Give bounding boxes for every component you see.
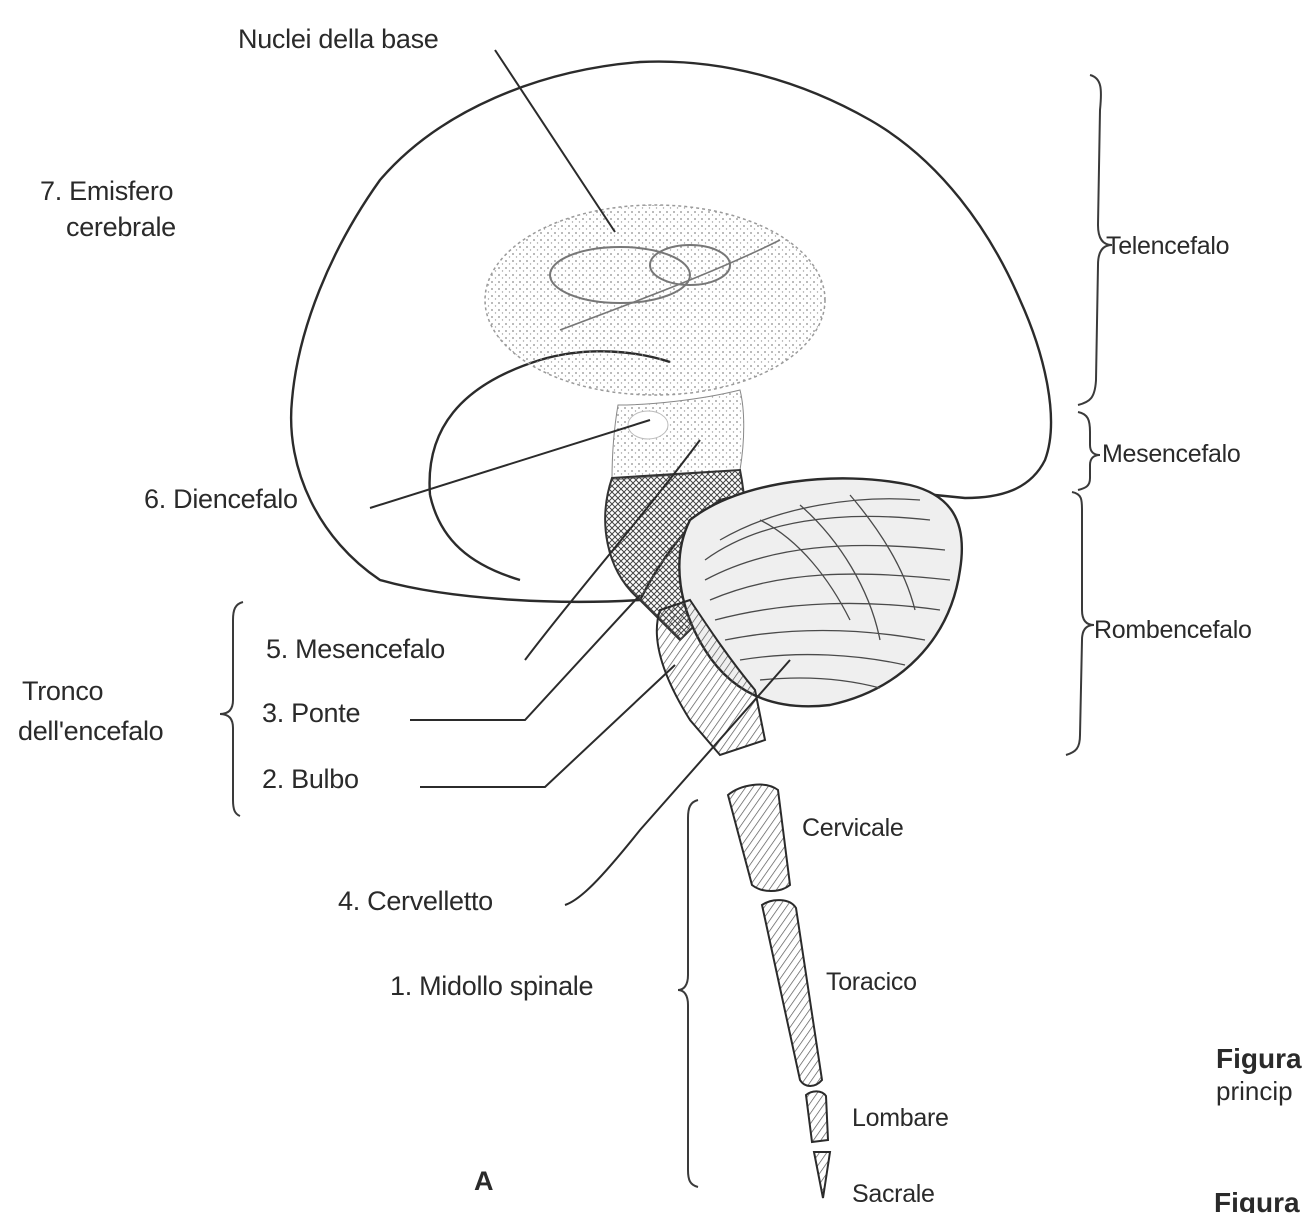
label-lombare: Lombare <box>852 1104 949 1132</box>
caption-figura-2: Figura <box>1214 1187 1300 1213</box>
spinal-cervical <box>728 785 790 891</box>
inner-contour-lower <box>430 495 520 580</box>
label-diencefalo: 6. Diencefalo <box>144 484 298 514</box>
leader-bulbo <box>420 665 675 787</box>
brace-rombencefalo <box>1066 492 1094 755</box>
label-cervicale: Cervicale <box>802 814 904 842</box>
panel-letter: A <box>474 1166 493 1196</box>
label-midollo: 1. Midollo spinale <box>390 971 593 1001</box>
caption-figura: Figura <box>1216 1043 1302 1074</box>
diencephalon-stalk <box>612 390 744 480</box>
label-toracico: Toracico <box>826 968 917 996</box>
label-rombencefalo: Rombencefalo <box>1094 616 1252 644</box>
brace-mesencefalo <box>1078 412 1100 490</box>
label-tronco-line1: Tronco <box>22 676 103 706</box>
label-ponte: 3. Ponte <box>262 698 360 728</box>
brace-tronco <box>220 602 243 816</box>
label-mesencefalo-division: Mesencefalo <box>1102 440 1240 468</box>
label-telencefalo: Telencefalo <box>1106 232 1229 260</box>
label-tronco-line2: dell'encefalo <box>18 716 163 746</box>
spinal-lumbar <box>806 1091 828 1142</box>
label-nuclei-base: Nuclei della base <box>238 24 439 54</box>
spinal-thoracic <box>762 900 822 1086</box>
label-cervelletto: 4. Cervelletto <box>338 886 493 916</box>
brace-midollo <box>678 800 698 1187</box>
label-bulbo: 2. Bulbo <box>262 764 359 794</box>
label-sacrale: Sacrale <box>852 1180 935 1208</box>
spinal-sacral <box>814 1152 830 1198</box>
label-mesencefalo: 5. Mesencefalo <box>266 634 445 664</box>
label-emisfero-line2: cerebrale <box>66 212 176 242</box>
caption-princip: princip <box>1216 1076 1293 1106</box>
label-emisfero-line1: 7. Emisfero <box>40 176 173 206</box>
